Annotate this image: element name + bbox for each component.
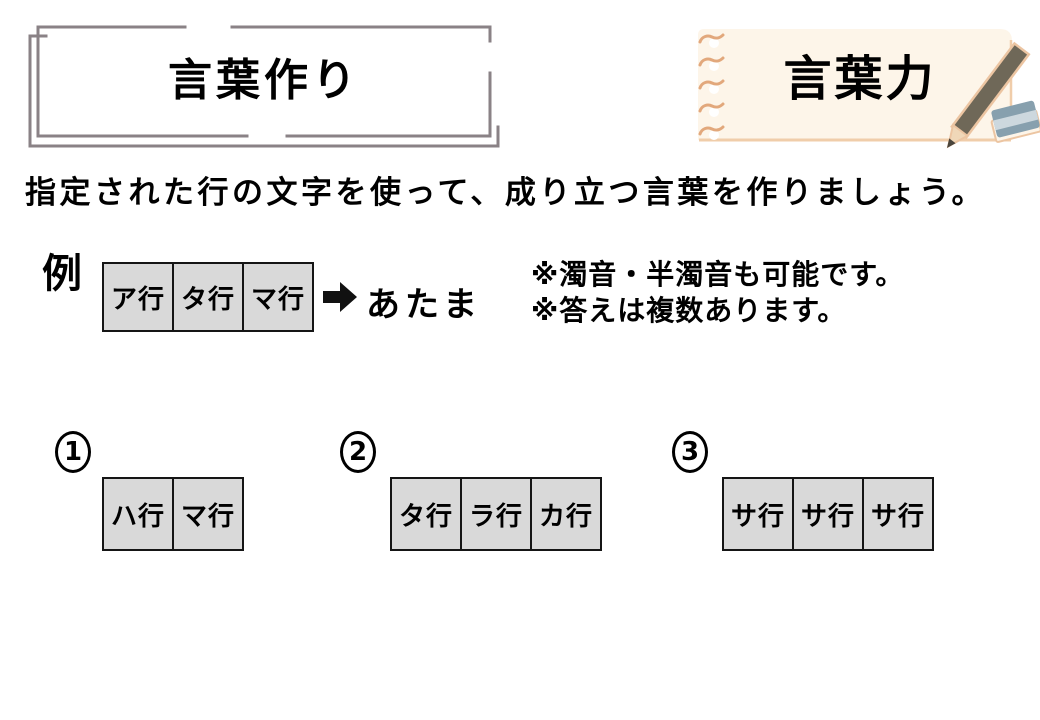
problem-1-number: 1 [55, 431, 91, 473]
instruction-text: 指定された行の文字を使って、成り立つ言葉を作りましょう。 [25, 175, 987, 211]
problem-2-cell: ラ行 [462, 479, 530, 549]
notes: ※濁音・半濁音も可能です。 ※答えは複数あります。 [531, 257, 904, 329]
example-label: 例 [42, 251, 82, 297]
problem-3-number: 3 [672, 431, 708, 473]
note-line: ※濁音・半濁音も可能です。 [531, 258, 905, 291]
problem-1-table: ハ行 マ行 [102, 477, 244, 551]
example-cell: タ行 [174, 264, 242, 330]
problem-3-cell: サ行 [864, 479, 932, 549]
arrow-right-icon [323, 282, 357, 312]
note-line: ※答えは複数あります。 [531, 294, 847, 327]
eraser-icon [990, 100, 1040, 143]
example-cell: ア行 [104, 264, 172, 330]
problem-2-number-label: 2 [348, 437, 368, 467]
example-table: ア行 タ行 マ行 [102, 262, 314, 332]
problem-1-number-label: 1 [63, 437, 83, 467]
problem-3-table: サ行 サ行 サ行 [722, 477, 934, 551]
problem-1-cell: マ行 [174, 479, 242, 549]
problem-3-number-label: 3 [680, 437, 700, 467]
page-title: 言葉作り [168, 55, 360, 106]
problem-2-table: タ行 ラ行 カ行 [390, 477, 602, 551]
example-cell: マ行 [244, 264, 312, 330]
problem-3-cell: サ行 [794, 479, 862, 549]
problem-1-cell: ハ行 [104, 479, 172, 549]
badge-title: 言葉力 [783, 51, 937, 107]
problem-2-number: 2 [340, 431, 376, 473]
problem-3-cell: サ行 [724, 479, 792, 549]
example-answer: あたま [366, 285, 482, 325]
problem-2-cell: タ行 [392, 479, 460, 549]
spiral-binding [698, 33, 725, 140]
problem-2-cell: カ行 [532, 479, 600, 549]
